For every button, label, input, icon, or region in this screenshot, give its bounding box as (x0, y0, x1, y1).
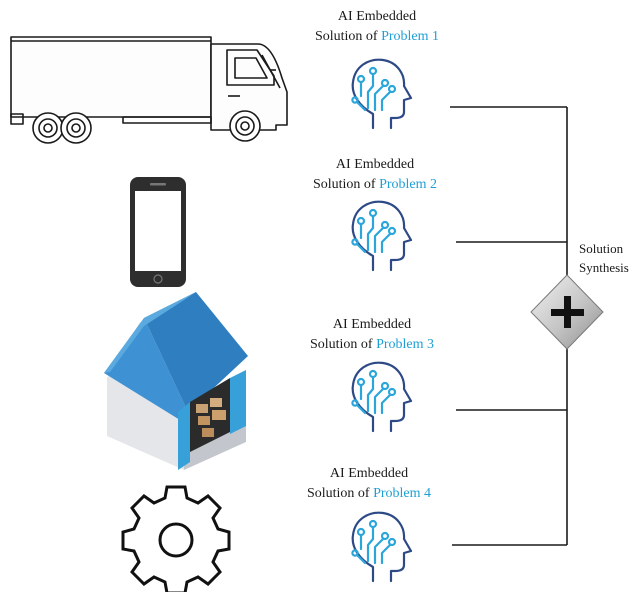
ai-head-icon (351, 200, 413, 272)
caption-problem: Problem 3 (376, 337, 435, 352)
ai-head-icon (351, 511, 413, 583)
caption-line1: AI Embedded (332, 317, 412, 332)
caption-problem: Problem 1 (381, 29, 440, 44)
ai-head-icon (351, 58, 413, 130)
caption-prefix: Solution of (309, 337, 373, 352)
caption-line1: AI Embedded (329, 466, 409, 481)
plus-diamond-icon (530, 274, 604, 350)
caption-line1: AI Embedded (335, 157, 415, 172)
solution-caption-2: AI Embedded Solution of Problem 2 (275, 155, 475, 195)
synthesis-label: Solution Synthesis (579, 239, 641, 277)
warehouse-icon (104, 292, 248, 470)
caption-prefix: Solution of (306, 486, 370, 501)
caption-problem: Problem 2 (379, 177, 438, 192)
smartphone-icon (130, 177, 186, 287)
solution-caption-1: AI Embedded Solution of Problem 1 (277, 7, 477, 47)
ai-head-icon (351, 361, 413, 433)
synthesis-line2: Synthesis (579, 260, 629, 275)
caption-problem: Problem 4 (373, 486, 432, 501)
caption-prefix: Solution of (312, 177, 376, 192)
synthesis-line1: Solution (579, 241, 624, 256)
gear-icon (121, 485, 231, 595)
caption-prefix: Solution of (314, 29, 378, 44)
truck-icon (10, 36, 288, 144)
solution-caption-4: AI Embedded Solution of Problem 4 (269, 464, 469, 504)
solution-caption-3: AI Embedded Solution of Problem 3 (272, 315, 472, 355)
caption-line1: AI Embedded (337, 9, 417, 24)
